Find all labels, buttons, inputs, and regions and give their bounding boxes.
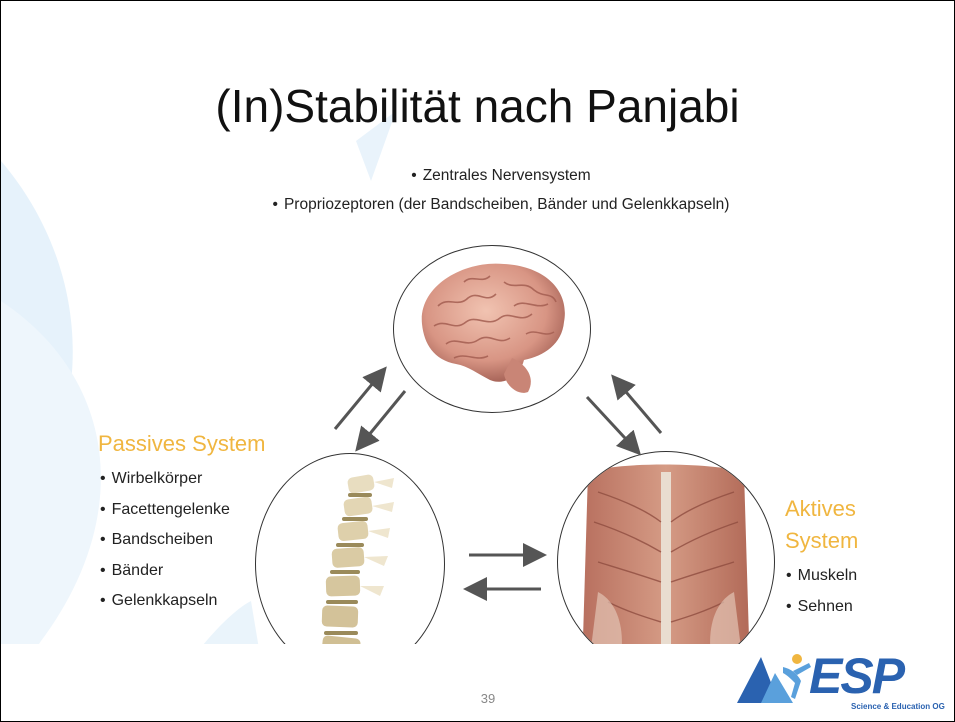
list-item: •Wirbelkörper [100, 464, 230, 495]
back-muscles-icon [558, 452, 774, 672]
muscle-illustration [557, 451, 775, 673]
brain-icon [394, 246, 590, 412]
logo-text: ESP [809, 647, 903, 705]
slide-title: (In)Stabilität nach Panjabi [1, 79, 954, 133]
brain-illustration [393, 245, 591, 413]
list-item: •Facettengelenke [100, 495, 230, 526]
list-item: •Sehnen [786, 592, 857, 623]
list-item: •Gelenkkapseln [100, 586, 230, 617]
passive-system-list: •Wirbelkörper •Facettengelenke •Bandsche… [100, 464, 230, 617]
list-item: •Muskeln [786, 561, 857, 592]
list-item: •Propriozeptoren (der Bandscheiben, Bänd… [201, 190, 801, 219]
neural-system-list: •Zentrales Nervensystem •Propriozeptoren… [201, 161, 801, 219]
active-system-list: •Muskeln •Sehnen [786, 561, 857, 622]
passive-system-title: Passives System [98, 431, 266, 457]
spine-illustration [255, 453, 445, 675]
page-number: 39 [468, 691, 508, 706]
list-item: •Zentrales Nervensystem [201, 161, 801, 190]
active-system-title: Aktives System [785, 493, 858, 557]
list-item: •Bandscheiben [100, 525, 230, 556]
list-item: •Bänder [100, 556, 230, 587]
active-title-line1: Aktives [785, 493, 858, 525]
active-title-line2: System [785, 525, 858, 557]
logo-subtitle: Science & Education OG [851, 702, 945, 711]
spine-icon [256, 454, 444, 674]
